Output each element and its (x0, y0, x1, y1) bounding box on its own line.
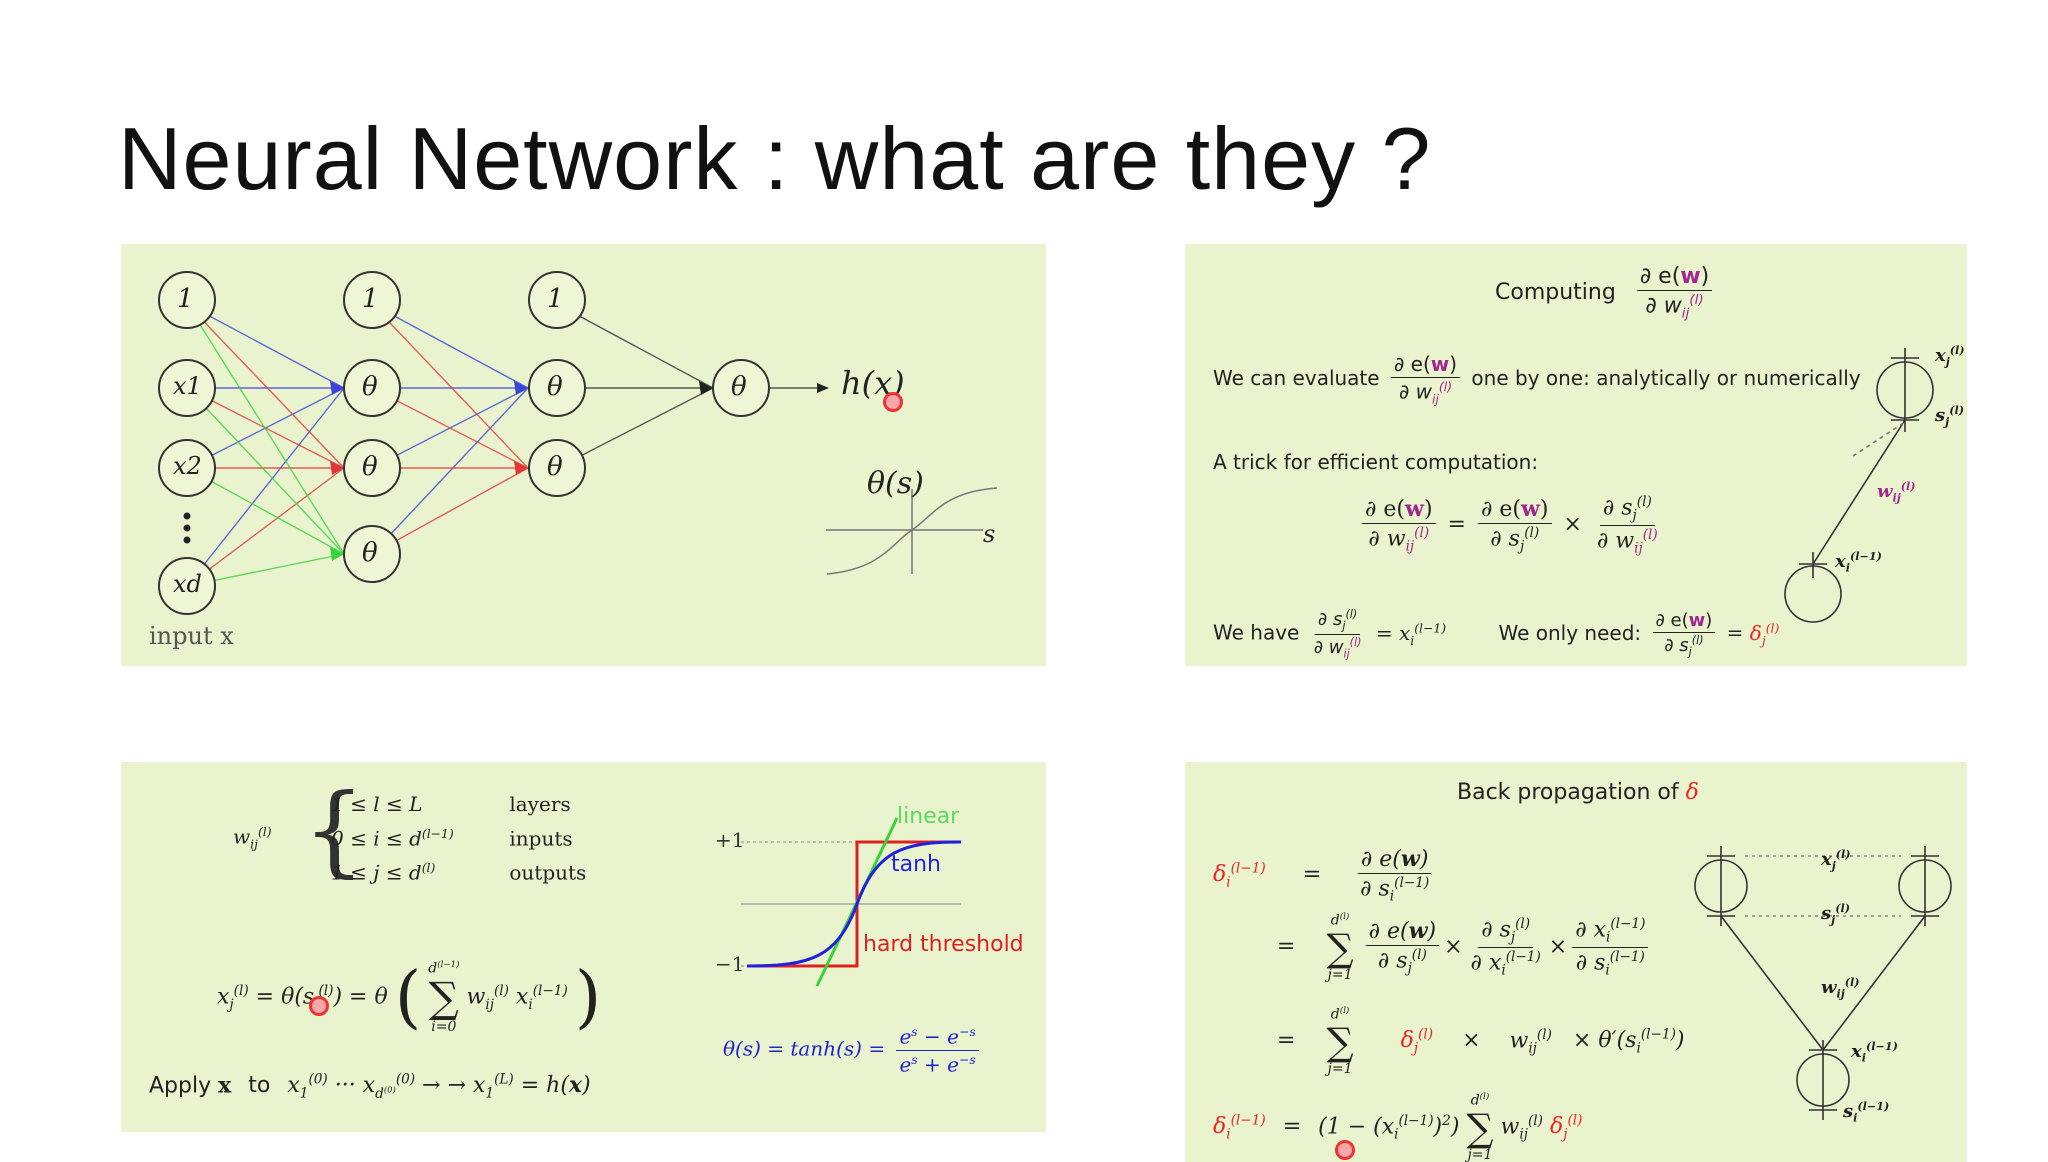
computing-side-diagram (1784, 348, 1934, 623)
side-x-label: xj(l) (1935, 344, 1965, 369)
bp-side-xprev-label: xi(l−1) (1851, 1040, 1898, 1065)
input-node-x1 (158, 359, 216, 417)
layers-panel: wij(l) { 1 ≤ l ≤ L layers 0 ≤ i ≤ d(l−1)… (121, 762, 1046, 1132)
index-row-i: 0 ≤ i ≤ d(l−1) inputs (331, 826, 573, 851)
side-s-label: sj(l) (1935, 404, 1964, 429)
backprop-heading: Back propagation of (1457, 780, 1679, 805)
hidden2-bias-label: 1 (547, 284, 564, 314)
sigmoid-label: θ(s) (867, 466, 924, 501)
index-row-l: 1 ≤ l ≤ L layers (331, 792, 571, 816)
output-node-label: θ (731, 372, 747, 402)
side-xprev-label: xi(l−1) (1835, 550, 1882, 575)
sigmoid-axis-label: s (983, 520, 996, 548)
apply-line: Apply x to x1(0) ··· xd(0)(0) → → x1(L) … (149, 1072, 591, 1102)
input-node-xd (158, 557, 216, 615)
legend-hard-threshold: hard threshold (863, 932, 1024, 957)
backprop-line1: δi(l−1) = ∂ e(w)∂ si(l−1) (1213, 846, 1437, 905)
index-row-j: 1 ≤ j ≤ d(l) outputs (331, 860, 587, 885)
we-have-line: We have ∂ sj(l)∂ wij(l) = xi(l−1) We onl… (1213, 608, 1780, 661)
hidden2-node-label: θ (547, 372, 563, 402)
network-diagram-panel: 1 x1 x2 xd 1 θ θ θ 1 θ θ θ h(x) input x … (121, 244, 1046, 666)
slide-title: Neural Network : what are they ? (118, 109, 1432, 208)
legend-tanh: tanh (891, 852, 941, 877)
evaluate-prefix: We can evaluate (1213, 365, 1380, 390)
network-svg (158, 271, 998, 615)
hidden1-node-label: θ (362, 538, 378, 568)
backprop-heading-row: Back propagation of δ (1457, 780, 1699, 805)
only-need-prefix: We only need: (1498, 620, 1642, 645)
backprop-line3: = d(l)∑j=1 δj(l) × wij(l) × θ′(si(l−1)) (1277, 1006, 1685, 1077)
computing-heading: Computing (1495, 279, 1616, 305)
bp-side-s-label: sj(l) (1821, 902, 1850, 927)
output-node (712, 359, 770, 417)
bp-side-x-label: xj(l) (1821, 848, 1851, 873)
tick-minus-one: −1 (715, 952, 745, 976)
input-node-x2 (158, 439, 216, 497)
input-bias-label: 1 (177, 284, 194, 314)
chain-rule-formula: ∂ e(w)∂ wij(l) = ∂ e(w)∂ sj(l) × ∂ sj(l)… (1357, 494, 1666, 556)
evaluate-line: We can evaluate ∂ e(w)∂ wij(l) one by on… (1213, 352, 1861, 407)
input-x-caption: input x (149, 622, 234, 650)
computing-heading-row: Computing ∂ e(w)∂ wij(l) (1495, 264, 1717, 322)
backprop-side-diagram (1694, 846, 1952, 1120)
cursor-marker (883, 392, 903, 412)
computing-panel: Computing ∂ e(w)∂ wij(l) We can evaluate… (1185, 244, 1967, 666)
tick-plus-one: +1 (715, 828, 745, 852)
cursor-marker (309, 996, 329, 1016)
hidden1-node-label: θ (362, 372, 378, 402)
sigmoid-plot (826, 487, 998, 575)
backprop-line2: = d(l)∑j=1 ∂ e(w)∂ sj(l)×∂ sj(l)∂ xi(l−1… (1277, 912, 1653, 983)
hidden1-bias-label: 1 (362, 284, 379, 314)
backprop-line4: δi(l−1) = (1 − (xi(l−1))2) d(l)∑j=1 wij(… (1213, 1092, 1583, 1162)
bp-side-w-label: wij(l) (1821, 976, 1860, 1001)
activation-plot (741, 817, 962, 987)
input-x1-label: x1 (173, 372, 202, 400)
we-have-prefix: We have (1213, 620, 1300, 645)
brace: { (303, 774, 366, 888)
hidden1-node-label: θ (362, 452, 378, 482)
w-index-label: wij(l) (233, 824, 272, 852)
bp-side-sprev-label: si(l−1) (1843, 1100, 1890, 1125)
side-w-label: wij(l) (1877, 480, 1916, 505)
input-node-bias (158, 271, 216, 329)
input-xd-label: xd (173, 570, 202, 598)
input-blue-edges (186, 303, 345, 587)
input-x2-label: x2 (173, 452, 202, 480)
neuron-formula: xj(l) = θ(sj(l)) = θ ( d(l−1)∑i=0 wij(l)… (217, 958, 602, 1037)
trick-line: A trick for efficient computation: (1213, 450, 1539, 474)
hidden2-node-label: θ (547, 452, 563, 482)
backprop-panel: Back propagation of δ δi(l−1) = ∂ e(w)∂ … (1185, 762, 1967, 1162)
evaluate-suffix: one by one: analytically or numerically (1471, 365, 1861, 390)
backprop-delta: δ (1685, 780, 1699, 805)
legend-linear: linear (897, 804, 960, 829)
